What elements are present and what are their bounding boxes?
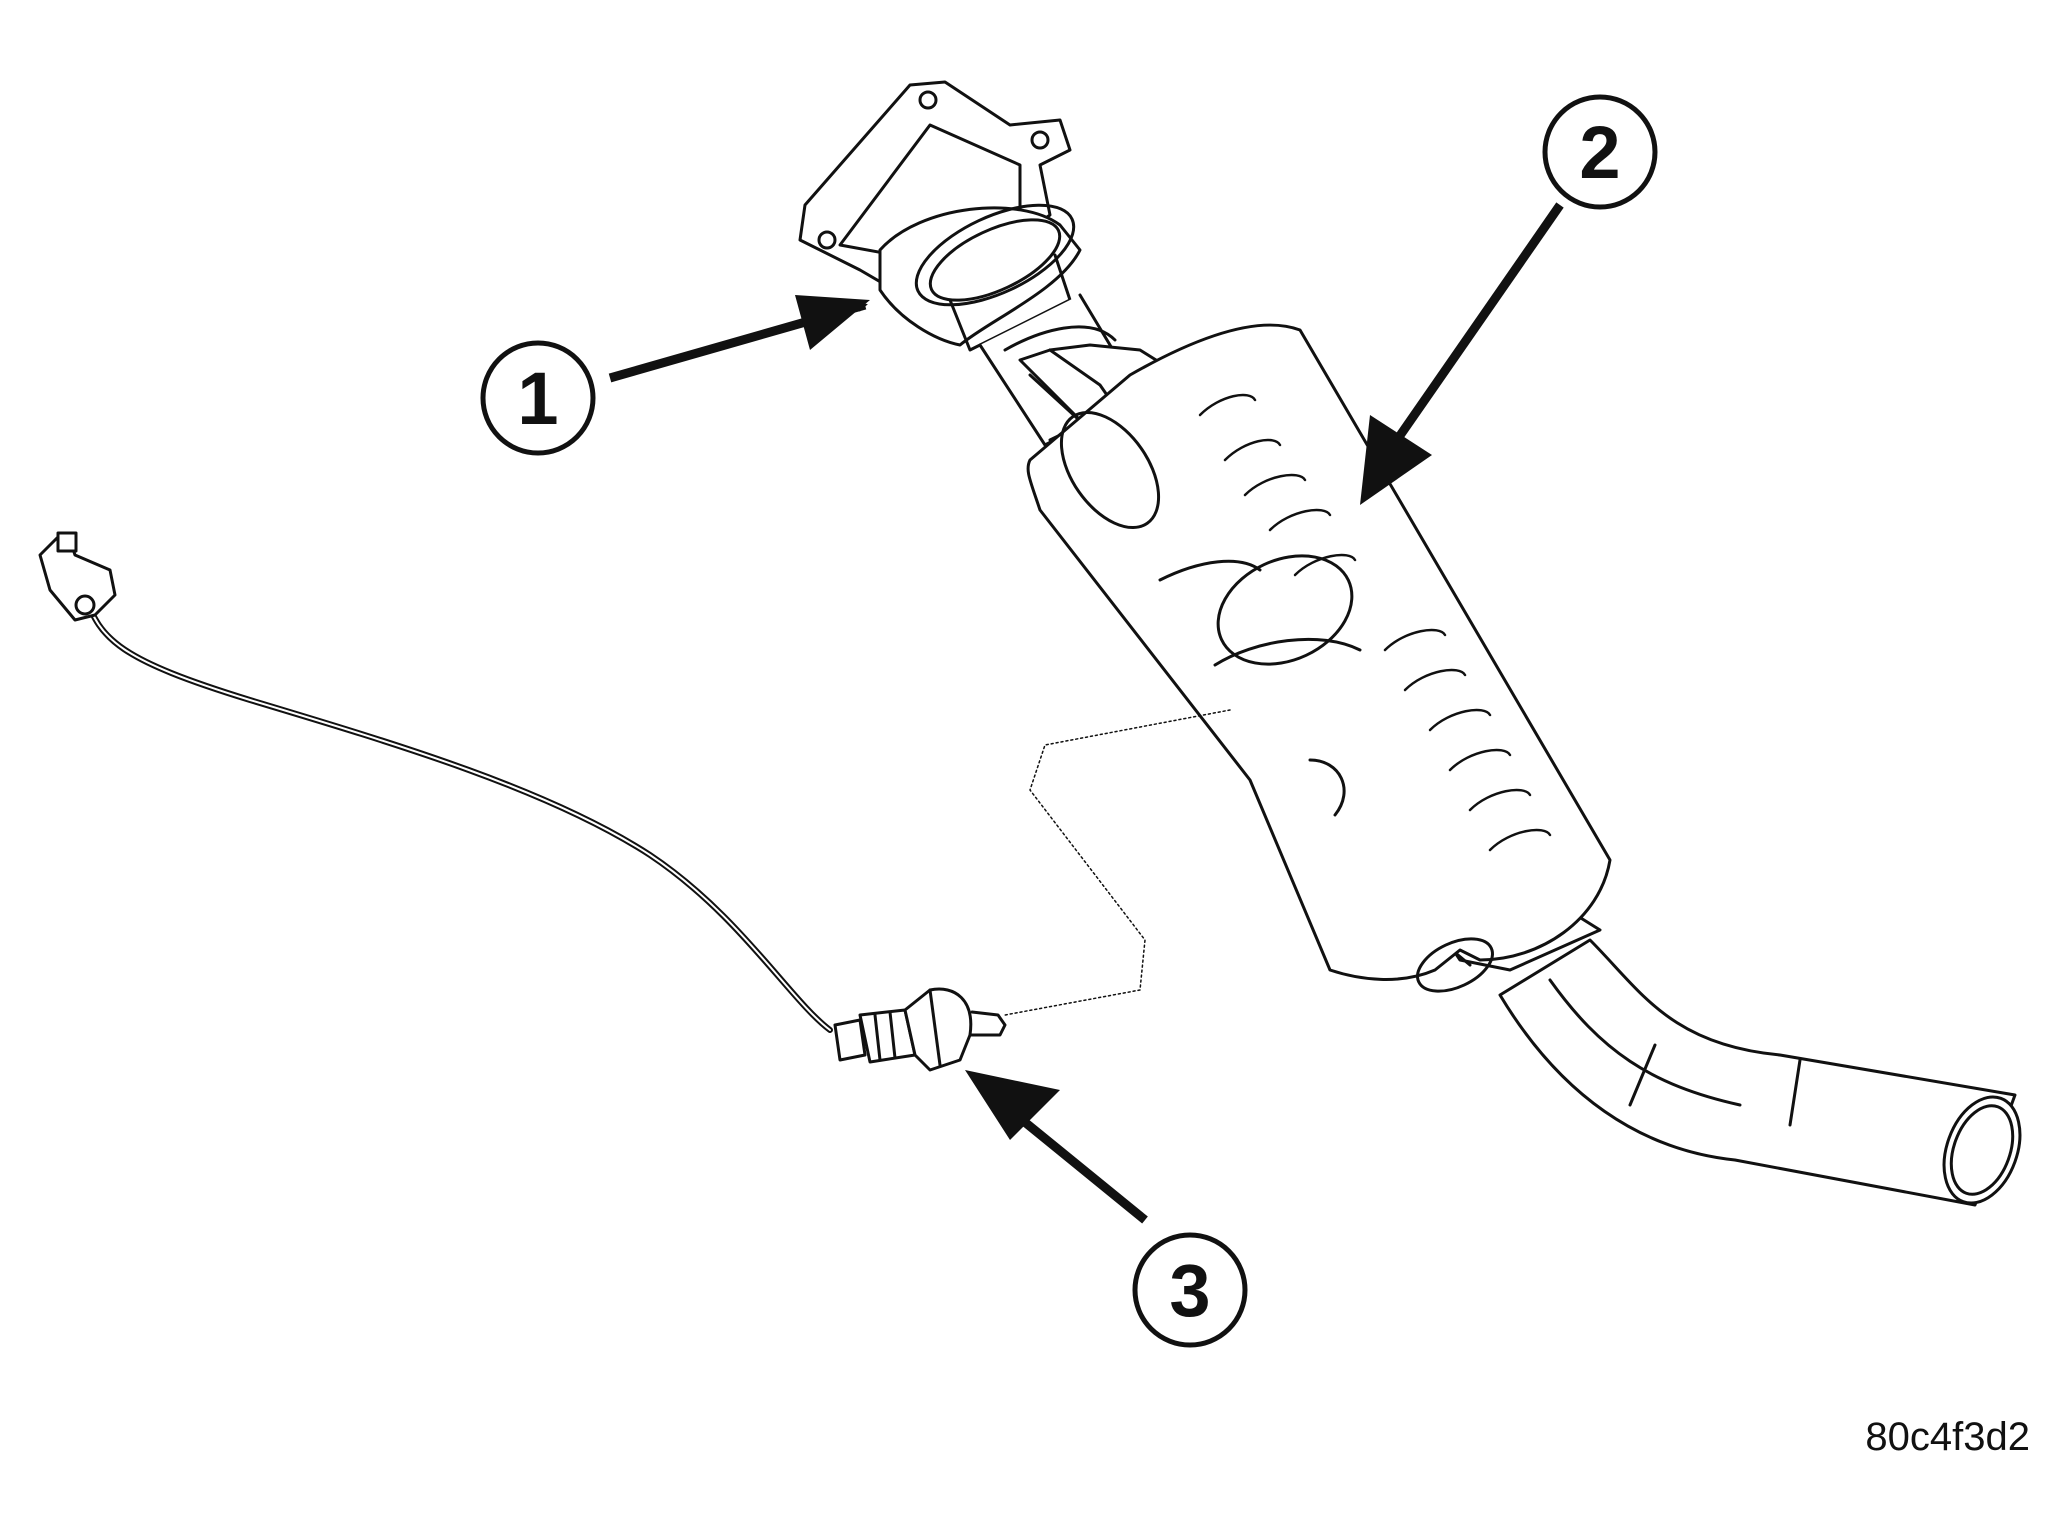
callout-2-arrowhead (1360, 415, 1432, 505)
sensor-connector (38, 531, 117, 622)
exhaust-assembly (38, 80, 2022, 1207)
callout-2: 2 (1360, 94, 1658, 505)
callout-2-circle (1542, 94, 1658, 210)
callout-1-arrowhead (795, 295, 870, 350)
sensor-location-guide (1004, 709, 1231, 1016)
shield-louvers (1198, 393, 1552, 852)
callout-1-circle (480, 340, 596, 456)
muffler (1026, 323, 1612, 993)
callout-3-number: 3 (1169, 1249, 1210, 1332)
callout-1: 1 (480, 295, 870, 456)
sensor-wire (82, 592, 833, 1033)
callout-3-circle (1132, 1232, 1248, 1348)
tailpipe (1498, 938, 2022, 1207)
oxygen-sensor (833, 987, 1007, 1072)
callout-2-arrow (1386, 202, 1564, 453)
callout-2-number: 2 (1579, 111, 1620, 194)
callout-3-arrowhead (965, 1070, 1060, 1140)
callout-1-number: 1 (517, 357, 558, 440)
callout-3-arrow (1007, 1106, 1148, 1224)
callout-3: 3 (965, 1070, 1248, 1348)
oxygen-sensor-assembly (38, 531, 1007, 1072)
figure-code: 80c4f3d2 (1865, 1415, 2030, 1459)
